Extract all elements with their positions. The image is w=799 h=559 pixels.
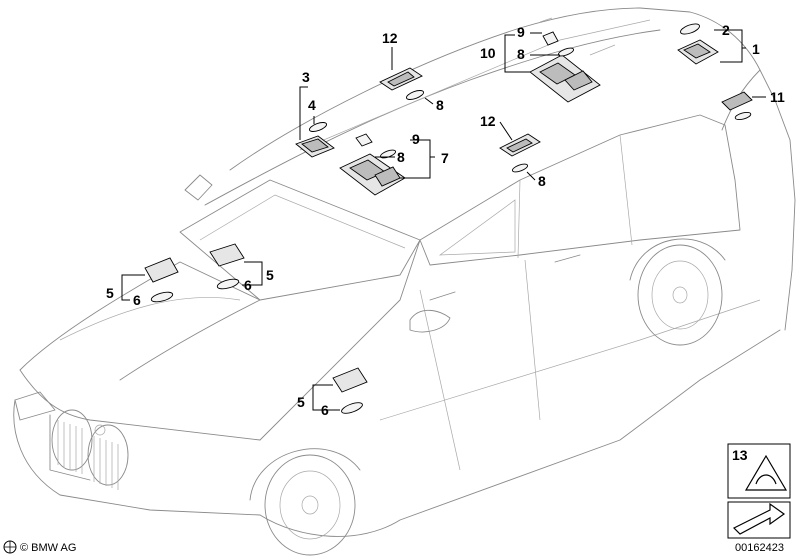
callout-9-right: 9 xyxy=(517,24,525,40)
callout-3: 3 xyxy=(302,69,310,85)
callout-6-center: 6 xyxy=(244,277,252,293)
callout-6-door: 6 xyxy=(321,402,329,418)
callout-10: 10 xyxy=(480,45,496,61)
callout-5-door: 5 xyxy=(297,394,305,410)
callout-1: 1 xyxy=(752,41,760,57)
part-footwell-lamp-left xyxy=(144,257,179,283)
callout-8-top: 8 xyxy=(436,97,444,113)
leader-lines xyxy=(121,29,766,411)
callout-9-front: 9 xyxy=(412,131,420,147)
callout-11: 11 xyxy=(770,89,785,105)
parts xyxy=(144,23,753,414)
legend-box: 13 xyxy=(727,443,791,539)
part-bulb xyxy=(680,23,700,35)
callout-8-front: 8 xyxy=(397,149,405,165)
callout-labels: 1 2 3 4 5 5 5 6 6 6 7 8 8 8 8 9 9 10 11 … xyxy=(106,22,785,418)
car-outline xyxy=(13,7,796,556)
callout-13: 13 xyxy=(732,447,748,463)
part-footwell-lamp-center xyxy=(209,243,245,267)
footer: © BMW AG 00162423 xyxy=(3,540,784,554)
copyright-text: © BMW AG xyxy=(20,542,76,554)
part-door-lamp xyxy=(332,367,368,393)
wire-icon xyxy=(755,474,777,485)
callout-6-left: 6 xyxy=(133,292,141,308)
diagram-id: 00162423 xyxy=(735,542,784,554)
callout-5-left: 5 xyxy=(106,285,114,301)
callout-12-middle: 12 xyxy=(480,113,496,129)
callout-7: 7 xyxy=(441,150,449,166)
arrow-icon xyxy=(732,502,786,535)
part-luggage-lamp xyxy=(721,91,753,111)
callout-8-right: 8 xyxy=(517,46,525,62)
callout-8-middle: 8 xyxy=(538,173,546,189)
callout-4: 4 xyxy=(308,97,316,113)
warning-triangle-icon xyxy=(744,454,788,491)
callout-2: 2 xyxy=(722,22,730,38)
callout-12-top: 12 xyxy=(382,30,398,46)
callout-5-center: 5 xyxy=(266,267,274,283)
